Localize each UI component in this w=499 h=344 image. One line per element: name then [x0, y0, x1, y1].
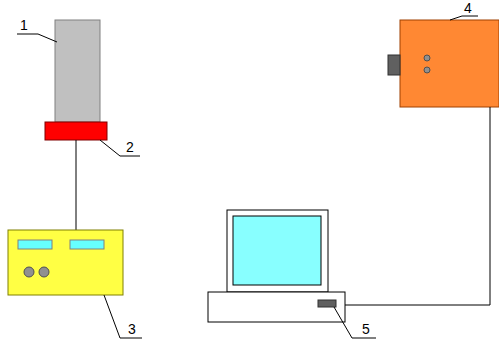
leader-line	[334, 307, 376, 338]
lens	[388, 55, 400, 75]
computer-base	[208, 292, 345, 322]
callout-number: 5	[362, 321, 370, 337]
callout-number: 1	[20, 17, 28, 33]
knob	[39, 267, 49, 277]
control-unit	[8, 230, 123, 295]
leader-line	[104, 295, 142, 338]
leader-line	[100, 140, 140, 156]
sensor-block	[45, 122, 107, 140]
knob	[24, 267, 34, 277]
leader-line	[450, 16, 478, 20]
indicator	[424, 67, 430, 73]
monitor	[227, 210, 328, 292]
callout-number: 4	[464, 0, 472, 16]
drive-slot	[318, 300, 336, 307]
wire	[345, 107, 490, 305]
indicator	[424, 55, 430, 61]
screen	[233, 216, 321, 285]
camera	[400, 20, 499, 107]
display	[70, 240, 104, 249]
callout-number: 3	[128, 321, 136, 337]
callout-number: 2	[126, 139, 134, 155]
wire	[76, 140, 77, 230]
sample-column	[55, 20, 100, 122]
leader-line	[17, 34, 57, 42]
display	[18, 240, 52, 249]
